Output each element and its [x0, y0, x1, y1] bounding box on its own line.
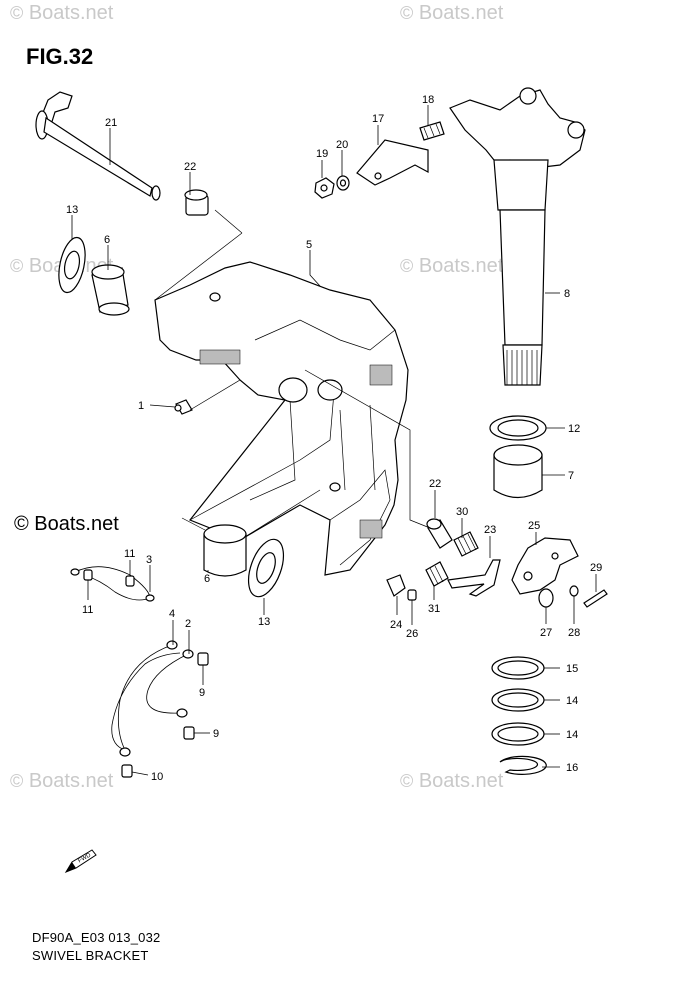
part-15-seal [491, 656, 545, 680]
part-5-swivel-bracket [154, 261, 409, 576]
part-6-bushing [91, 264, 130, 316]
callout: 5 [306, 239, 312, 251]
callout: 6 [204, 573, 210, 585]
part-26-screw [407, 589, 417, 601]
part-14-seal [491, 688, 545, 712]
figure-title: FIG.32 [26, 44, 94, 69]
callout: 21 [105, 117, 117, 129]
watermark: © Boats.net [400, 255, 504, 277]
callout: 8 [564, 288, 570, 300]
callout: 11 [124, 548, 135, 560]
part-9-bolt [183, 726, 195, 740]
callout: 10 [151, 771, 163, 783]
watermark: © Boats.net [400, 2, 504, 24]
callout: 7 [568, 470, 574, 482]
part-22-bushing [426, 518, 453, 549]
callout: 30 [456, 506, 468, 518]
part-10-bolt [121, 764, 133, 778]
diagram-caption: SWIVEL BRACKET [32, 948, 149, 963]
part-12-thrust-washer [489, 415, 547, 441]
callout: 9 [199, 687, 205, 699]
callout: 25 [528, 520, 540, 532]
callout: 11 [82, 604, 93, 616]
callout: 23 [484, 524, 496, 536]
part-24-clip [386, 574, 406, 597]
watermark: © Boats.net [400, 770, 504, 792]
callout: 18 [422, 94, 434, 106]
callout: 20 [336, 139, 348, 151]
callout: 14 [566, 695, 578, 707]
part-4-ground-wire [111, 640, 181, 757]
part-31-spring [425, 561, 449, 587]
callout-labels: 21 22 13 6 5 17 18 19 20 8 1 12 7 22 30 … [66, 94, 602, 783]
part-8-steering-shaft [449, 87, 586, 386]
part-27-collar [538, 588, 554, 608]
fwd-arrow-icon: FWD [64, 849, 97, 874]
part-21-tilt-tube [35, 91, 161, 201]
callout: 15 [566, 663, 578, 675]
part-2-ground-wire [146, 649, 194, 718]
part-22-bushing [184, 189, 209, 216]
part-20-washer [336, 175, 350, 191]
callout: 1 [138, 400, 144, 412]
part-3-ground-wire [70, 566, 155, 602]
callout: 19 [316, 148, 328, 160]
callout: 3 [146, 554, 152, 566]
part-1-grease-nipple [174, 399, 193, 415]
callout: 12 [568, 423, 580, 435]
watermark: © Boats.net [10, 770, 114, 792]
callout: 27 [540, 627, 552, 639]
callout: 22 [429, 478, 441, 490]
callout: 29 [590, 562, 602, 574]
callout: 16 [566, 762, 578, 774]
part-16-circlip [499, 755, 547, 775]
callout: 14 [566, 729, 578, 741]
callout: 17 [372, 113, 384, 125]
part-9-bolt [197, 652, 209, 666]
part-30-spring [453, 531, 479, 557]
part-6-bushing [203, 524, 247, 577]
part-25-tilt-lever [511, 537, 579, 595]
leader-lines [71, 105, 597, 776]
watermark: © Boats.net [10, 2, 114, 24]
callout: 13 [66, 204, 78, 216]
part-13-washer [247, 538, 285, 598]
callout: 26 [406, 628, 418, 640]
inline-watermark: © Boats.net [14, 513, 119, 535]
part-28-washer [569, 585, 579, 597]
callout: 24 [390, 619, 402, 631]
callout: 4 [169, 608, 175, 620]
callout: 9 [213, 728, 219, 740]
callout: 22 [184, 161, 196, 173]
part-29-cotter-pin [583, 589, 608, 608]
diagram-code: DF90A_E03 013_032 [32, 930, 161, 945]
part-17-stopper-bracket [356, 139, 429, 186]
callout: 2 [185, 618, 191, 630]
assembly-lines [154, 209, 431, 531]
part-18-spring [419, 121, 445, 141]
part-7-bushing [493, 444, 543, 499]
part-23-tilt-lock-rod [447, 559, 501, 597]
callout: 6 [104, 234, 110, 246]
callout: 13 [258, 616, 270, 628]
part-13-washer [58, 236, 86, 294]
callout: 31 [428, 603, 440, 615]
part-14-seal [491, 722, 545, 746]
callout: 28 [568, 627, 580, 639]
part-19-nut [314, 177, 335, 199]
